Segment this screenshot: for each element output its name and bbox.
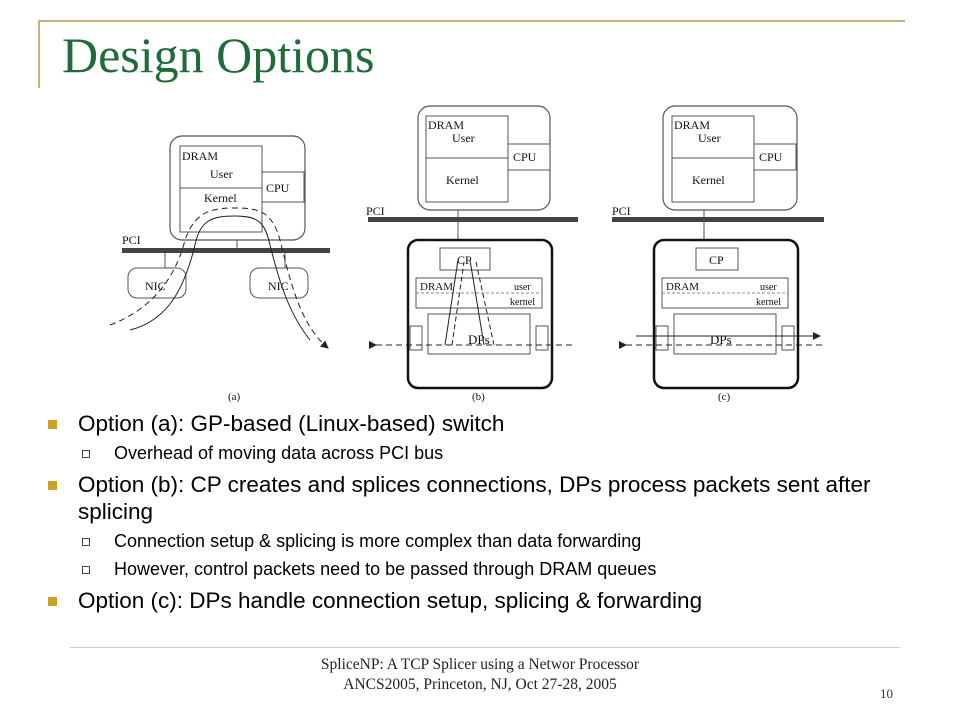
user-label: User [210, 167, 233, 181]
sub-bullet-item: However, control packets need to be pass… [44, 557, 924, 581]
dps-label: DPs [468, 332, 490, 347]
panel-b: DRAM User Kernel CPU PCI CP DRAM user ke… [366, 105, 578, 403]
hollow-square-bullet-icon [82, 566, 90, 574]
user-label: User [698, 131, 721, 145]
hollow-square-bullet-icon [82, 538, 90, 546]
hollow-square-bullet-icon [82, 450, 90, 458]
nic-left-label: NIC [145, 279, 166, 293]
bullet-list: Option (a): GP-based (Linux-based) switc… [44, 404, 924, 614]
dram-label: DRAM [428, 118, 464, 132]
cpu-label: CPU [759, 150, 783, 164]
panel-c: DRAM User Kernel CPU PCI CP DRAM user ke… [612, 105, 824, 403]
np-user-label: user [760, 282, 777, 293]
dram-label: DRAM [674, 118, 710, 132]
page-number: 10 [880, 686, 893, 701]
cp-label: CP [709, 253, 724, 267]
square-bullet-icon [48, 481, 57, 490]
sub-bullet-item: Connection setup & splicing is more comp… [44, 529, 924, 553]
slide-title: Design Options [62, 27, 375, 83]
kernel-label: Kernel [446, 173, 479, 187]
caption-b: (b) [472, 391, 485, 403]
caption-c: (c) [718, 391, 731, 403]
cpu-label: CPU [266, 181, 290, 195]
footer-divider [70, 647, 900, 648]
sub-bullet-text: Connection setup & splicing is more comp… [114, 531, 642, 551]
kernel-label: Kernel [204, 191, 237, 205]
bullet-text: Option (a): GP-based (Linux-based) switc… [78, 411, 505, 436]
square-bullet-icon [48, 597, 57, 606]
pci-label: PCI [366, 204, 385, 218]
bullet-item: Option (c): DPs handle connection setup,… [44, 587, 924, 614]
cpu-label: CPU [513, 150, 537, 164]
bullet-text: Option (b): CP creates and splices conne… [78, 472, 871, 524]
pci-label: PCI [612, 204, 631, 218]
caption-a: (a) [228, 391, 241, 403]
sub-bullet-item: Overhead of moving data across PCI bus [44, 441, 924, 465]
sub-bullet-text: Overhead of moving data across PCI bus [114, 443, 444, 463]
np-dram-label: DRAM [420, 281, 453, 293]
design-options-figure: DRAM User Kernel CPU PCI NIC NIC (a) DRA… [109, 105, 824, 403]
square-bullet-icon [48, 420, 57, 429]
np-dram-label: DRAM [666, 281, 699, 293]
dram-label: DRAM [182, 149, 218, 163]
top-rule [40, 20, 905, 22]
left-rule [38, 20, 40, 88]
panel-a: DRAM User Kernel CPU PCI NIC NIC (a) [109, 135, 330, 403]
np-kernel-label: kernel [756, 297, 781, 308]
np-kernel-label: kernel [510, 297, 535, 308]
bullet-text: Option (c): DPs handle connection setup,… [78, 588, 703, 613]
bullet-item: Option (b): CP creates and splices conne… [44, 471, 924, 525]
sub-bullet-text: However, control packets need to be pass… [114, 559, 657, 579]
np-user-label: user [514, 282, 531, 293]
kernel-label: Kernel [692, 173, 725, 187]
user-label: User [452, 131, 475, 145]
bullet-item: Option (a): GP-based (Linux-based) switc… [44, 410, 924, 437]
footer: SpliceNP: A TCP Splicer using a Networ P… [200, 655, 760, 695]
nic-right-label: NIC [268, 279, 289, 293]
cp-label: CP [457, 253, 472, 267]
footer-line-1: SpliceNP: A TCP Splicer using a Networ P… [320, 656, 640, 673]
pci-label: PCI [122, 233, 141, 247]
footer-line-2: ANCS2005, Princeton, NJ, Oct 27-28, 2005 [343, 676, 617, 693]
